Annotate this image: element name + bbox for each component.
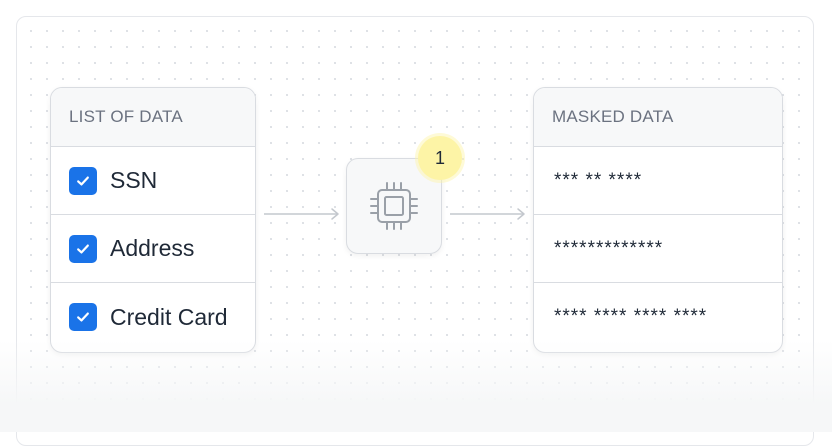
arrow-right-icon	[450, 208, 525, 220]
masked-value: *** ** ****	[554, 169, 643, 191]
list-item-label: SSN	[110, 167, 158, 193]
processor-node[interactable]	[346, 158, 442, 254]
list-of-data-title: LIST OF DATA	[51, 88, 255, 147]
cpu-chip-icon	[370, 182, 418, 230]
checkbox-checked-icon[interactable]	[69, 166, 97, 195]
masked-row-credit-card: **** **** **** ****	[534, 283, 782, 351]
list-item-label: Credit Card	[110, 303, 228, 330]
step-badge: 1	[418, 136, 462, 180]
checkbox-checked-icon[interactable]	[69, 234, 97, 263]
masked-row-ssn: *** ** ****	[534, 147, 782, 215]
checkbox-checked-icon[interactable]	[69, 303, 97, 331]
list-item-label: Address	[110, 235, 195, 261]
masked-data-title: MASKED DATA	[534, 88, 782, 147]
list-of-data-card: LIST OF DATA SSN Address Credit Card	[50, 87, 256, 353]
list-item-address[interactable]: Address	[51, 215, 255, 283]
masked-row-address: *************	[534, 215, 782, 283]
masked-value: **** **** **** ****	[554, 306, 708, 327]
masked-data-card: MASKED DATA *** ** **** ************* **…	[533, 87, 783, 353]
list-item-ssn[interactable]: SSN	[51, 147, 255, 215]
list-item-credit-card[interactable]: Credit Card	[51, 283, 255, 351]
arrow-right-icon	[264, 208, 339, 220]
masked-value: *************	[554, 237, 664, 259]
